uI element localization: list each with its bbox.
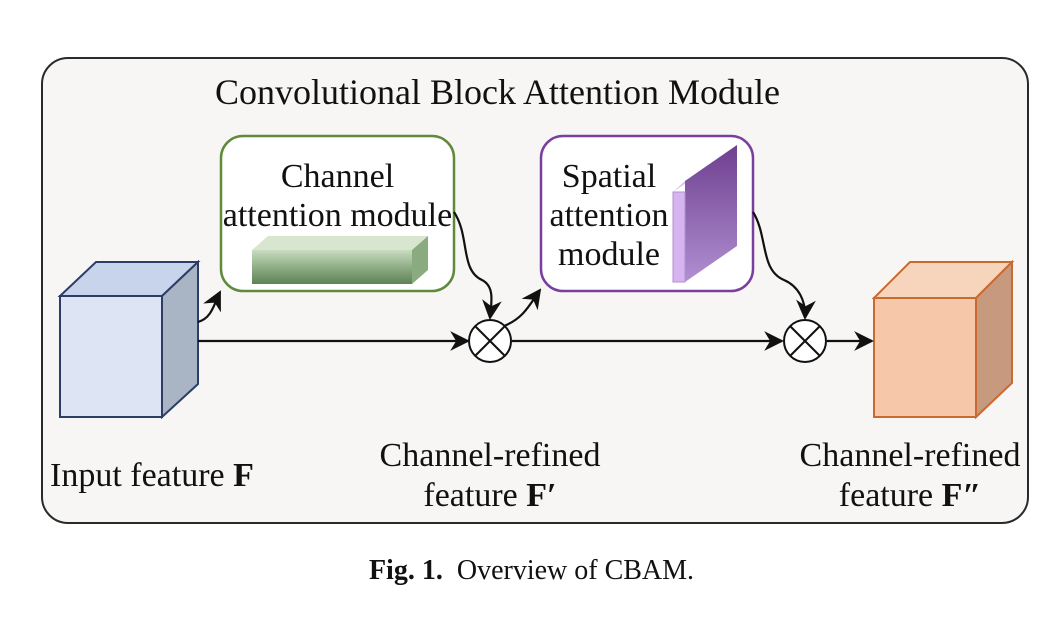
- input-feature-text: Input feature: [50, 457, 234, 494]
- refined-feature-2-line2: feature F″: [790, 476, 1030, 516]
- spatial-module-label-line3: module: [558, 236, 660, 273]
- refined-feature-2-line1: Channel-refined: [799, 437, 1021, 474]
- figure-caption: Fig. 1. Overview of CBAM.: [0, 555, 1063, 587]
- input-feature-symbol: F: [233, 457, 254, 494]
- arrow-input-to-channel-module: [197, 290, 221, 324]
- diagram-title: Convolutional Block Attention Module: [215, 72, 780, 112]
- arrow-mult1-to-spatial-module: [503, 288, 542, 328]
- spatial-attention-map: [672, 145, 737, 283]
- figure-number: Fig. 1.: [368, 555, 443, 586]
- figure-caption-text: Overview of CBAM.: [456, 555, 695, 586]
- spatial-module-label-line1: Spatial: [561, 158, 657, 195]
- refined-feature-2-text: feature: [838, 477, 942, 514]
- channel-attention-vector: [252, 236, 428, 284]
- refined-feature-1-text: feature: [423, 477, 527, 514]
- arrow-channel-module-to-mult1: [453, 211, 502, 320]
- input-feature-cube: [57, 259, 201, 420]
- spatial-module-label-line2: attention: [549, 197, 669, 234]
- channel-module-label-line1: Channel: [280, 158, 395, 195]
- arrow-spatial-module-to-mult2: [752, 211, 816, 320]
- refined-feature-1-line1: Channel-refined: [379, 437, 601, 474]
- output-feature-cube: [871, 259, 1015, 420]
- refined-feature-1-line2: feature F′: [370, 476, 610, 516]
- multiply-node-2: [783, 319, 827, 363]
- channel-module-label-line2: attention module: [222, 197, 453, 234]
- refined-feature-2-symbol: F″: [941, 477, 982, 514]
- input-feature-label: Input feature F: [50, 456, 254, 496]
- refined-feature-1-symbol: F′: [526, 477, 557, 514]
- multiply-node-1: [468, 319, 512, 363]
